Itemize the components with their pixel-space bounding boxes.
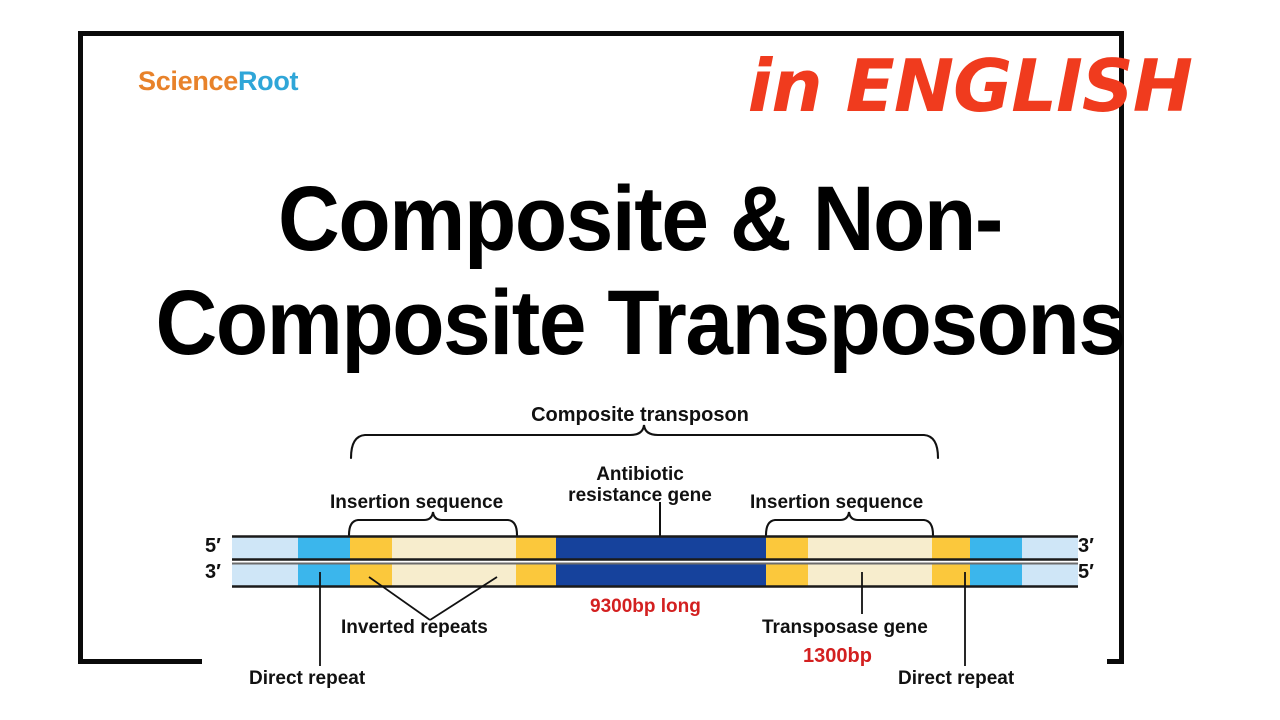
segment-direct-repeat-left-bottom xyxy=(298,563,350,587)
page-title: Composite & Non- Composite Transposons xyxy=(129,168,1152,376)
label-antibiotic-line-2: resistance gene xyxy=(568,485,712,507)
page-title-line-2: Composite Transposons xyxy=(155,271,1125,374)
logo-text-root: Root xyxy=(237,66,299,96)
segment-inverted-repeat-4-bottom xyxy=(932,563,970,587)
segment-flank-right-bottom xyxy=(1022,563,1078,587)
brace-insertion-sequence-left xyxy=(347,511,519,537)
label-strand-end-top-left: 5′ xyxy=(205,535,221,557)
segment-flank-left-bottom xyxy=(232,563,298,587)
language-banner: in ENGLISH xyxy=(747,44,1193,128)
label-strand-end-top-right: 3′ xyxy=(1078,535,1094,557)
segment-inverted-repeat-4-top xyxy=(932,536,970,560)
label-antibiotic-line-1: Antibiotic xyxy=(596,464,684,485)
dna-strand-bottom xyxy=(232,562,1078,588)
frame-border-top xyxy=(78,31,1124,36)
label-transposase-gene: Transposase gene xyxy=(762,617,928,638)
brand-logo[interactable]: ScienceRoot xyxy=(138,66,299,97)
segment-insertion-body-right-top xyxy=(808,536,932,560)
label-transposase-length: 1300bp xyxy=(803,645,872,667)
segment-antibiotic-gene-top xyxy=(556,536,766,560)
brace-insertion-sequence-right xyxy=(764,511,935,537)
segment-inverted-repeat-1-top xyxy=(350,536,392,560)
segment-inverted-repeat-3-bottom xyxy=(766,563,808,587)
label-insertion-sequence-left: Insertion sequence xyxy=(330,492,504,513)
label-inverted-repeats: Inverted repeats xyxy=(341,617,488,638)
segment-inverted-repeat-2-bottom xyxy=(516,563,556,587)
segment-inverted-repeat-3-top xyxy=(766,536,808,560)
segment-insertion-body-left-bottom xyxy=(392,563,516,587)
label-strand-end-bottom-left: 3′ xyxy=(205,561,221,583)
brace-composite-transposon xyxy=(349,424,940,460)
segment-inverted-repeat-2-top xyxy=(516,536,556,560)
segment-direct-repeat-right-bottom xyxy=(970,563,1022,587)
segment-direct-repeat-left-top xyxy=(298,536,350,560)
segment-insertion-body-left-top xyxy=(392,536,516,560)
dna-strand-top xyxy=(232,535,1078,561)
segment-direct-repeat-right-top xyxy=(970,536,1022,560)
label-strand-end-bottom-right: 5′ xyxy=(1078,561,1094,583)
frame-border-right xyxy=(1119,31,1124,664)
segment-antibiotic-gene-bottom xyxy=(556,563,766,587)
frame-border-bottom-left xyxy=(78,659,202,664)
frame-border-left xyxy=(78,31,83,664)
frame-border-bottom-right xyxy=(1107,659,1124,664)
logo-text-science: Science xyxy=(138,66,238,96)
leader-inverted-repeats xyxy=(368,576,498,621)
label-direct-repeat-right: Direct repeat xyxy=(898,668,1015,689)
label-total-length: 9300bp long xyxy=(590,596,701,617)
segment-flank-left-top xyxy=(232,536,298,560)
page-title-line-1: Composite & Non- xyxy=(278,168,1003,270)
label-insertion-sequence-right: Insertion sequence xyxy=(750,492,924,513)
segment-inverted-repeat-1-bottom xyxy=(350,563,392,587)
label-antibiotic-resistance-gene: Antibiotic resistance gene xyxy=(520,464,760,507)
segment-flank-right-top xyxy=(1022,536,1078,560)
segment-insertion-body-right-bottom xyxy=(808,563,932,587)
label-direct-repeat-left: Direct repeat xyxy=(249,668,366,689)
label-composite-transposon: Composite transposon xyxy=(531,404,749,426)
